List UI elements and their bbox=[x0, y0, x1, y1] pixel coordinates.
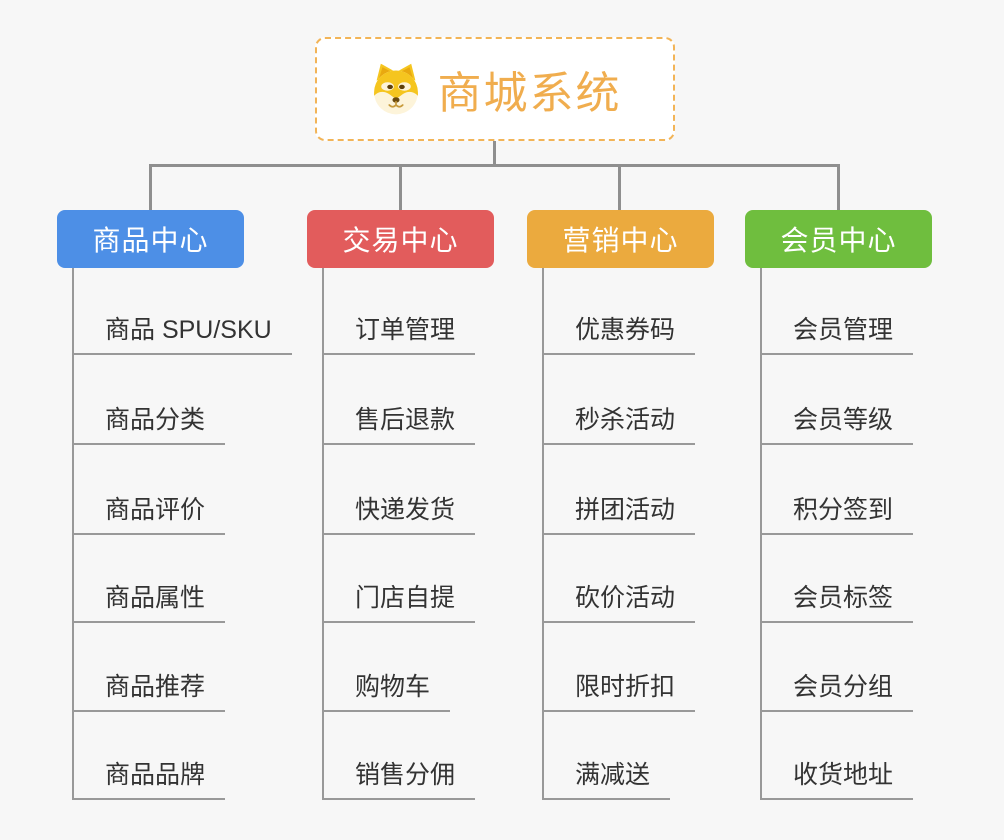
leaf-node[interactable]: 门店自提 bbox=[324, 582, 476, 623]
leaf-label: 收货地址 bbox=[762, 759, 914, 800]
leaf-label: 优惠券码 bbox=[544, 314, 696, 355]
leaf-label: 购物车 bbox=[324, 671, 451, 712]
leaf-label: 砍价活动 bbox=[544, 582, 696, 623]
leaf-node[interactable]: 秒杀活动 bbox=[544, 404, 696, 445]
leaf-label: 商品分类 bbox=[74, 404, 226, 445]
leaf-label: 满减送 bbox=[544, 759, 671, 800]
leaf-label: 商品评价 bbox=[74, 494, 226, 535]
leaf-node[interactable]: 商品 SPU/SKU bbox=[74, 314, 292, 355]
leaf-node[interactable]: 快递发货 bbox=[324, 494, 476, 535]
leaf-node[interactable]: 购物车 bbox=[324, 671, 451, 712]
connector-drop-trade bbox=[399, 164, 402, 210]
leaf-node[interactable]: 售后退款 bbox=[324, 404, 476, 445]
leaf-node[interactable]: 销售分佣 bbox=[324, 759, 476, 800]
leaf-label: 会员管理 bbox=[762, 314, 914, 355]
leaf-node[interactable]: 会员等级 bbox=[762, 404, 914, 445]
leaf-node[interactable]: 会员标签 bbox=[762, 582, 914, 623]
leaf-node[interactable]: 会员管理 bbox=[762, 314, 914, 355]
leaf-node[interactable]: 优惠券码 bbox=[544, 314, 696, 355]
branch-group-trade: 交易中心 订单管理 售后退款 快递发货 门店自提 购物车 销售分佣 bbox=[307, 210, 537, 800]
leaf-label: 限时折扣 bbox=[544, 671, 696, 712]
leaf-label: 拼团活动 bbox=[544, 494, 696, 535]
leaf-label: 商品品牌 bbox=[74, 759, 226, 800]
leaf-node[interactable]: 拼团活动 bbox=[544, 494, 696, 535]
leaf-label: 秒杀活动 bbox=[544, 404, 696, 445]
connector-drop-member bbox=[837, 164, 840, 210]
branch-group-product: 商品中心 商品 SPU/SKU 商品分类 商品评价 商品属性 商品推荐 商品品牌 bbox=[57, 210, 292, 800]
branch-children-marketing: 优惠券码 秒杀活动 拼团活动 砍价活动 限时折扣 满减送 bbox=[542, 268, 759, 800]
leaf-node[interactable]: 商品推荐 bbox=[74, 671, 226, 712]
leaf-node[interactable]: 收货地址 bbox=[762, 759, 914, 800]
branch-children-member: 会员管理 会员等级 积分签到 会员标签 会员分组 收货地址 bbox=[760, 268, 977, 800]
leaf-label: 门店自提 bbox=[324, 582, 476, 623]
leaf-label: 积分签到 bbox=[762, 494, 914, 535]
branch-node-trade[interactable]: 交易中心 bbox=[307, 210, 494, 268]
leaf-label: 商品推荐 bbox=[74, 671, 226, 712]
leaf-label: 商品属性 bbox=[74, 582, 226, 623]
branch-node-product[interactable]: 商品中心 bbox=[57, 210, 244, 268]
connector-bus bbox=[149, 164, 840, 167]
leaf-label: 快递发货 bbox=[324, 494, 476, 535]
branch-group-member: 会员中心 会员管理 会员等级 积分签到 会员标签 会员分组 收货地址 bbox=[745, 210, 975, 800]
connector-drop-product bbox=[149, 164, 152, 210]
leaf-label: 商品 SPU/SKU bbox=[74, 314, 292, 355]
leaf-label: 会员标签 bbox=[762, 582, 914, 623]
connector-drop-marketing bbox=[618, 164, 621, 210]
leaf-label: 售后退款 bbox=[324, 404, 476, 445]
leaf-node[interactable]: 商品评价 bbox=[74, 494, 226, 535]
branch-node-member[interactable]: 会员中心 bbox=[745, 210, 932, 268]
leaf-label: 会员分组 bbox=[762, 671, 914, 712]
leaf-node[interactable]: 会员分组 bbox=[762, 671, 914, 712]
branch-children-trade: 订单管理 售后退款 快递发货 门店自提 购物车 销售分佣 bbox=[322, 268, 539, 800]
connector-root-drop bbox=[493, 141, 496, 167]
root-node-mall-system[interactable]: 商城系统 bbox=[315, 37, 675, 141]
leaf-node[interactable]: 商品品牌 bbox=[74, 759, 226, 800]
leaf-node[interactable]: 限时折扣 bbox=[544, 671, 696, 712]
leaf-node[interactable]: 积分签到 bbox=[762, 494, 914, 535]
leaf-node[interactable]: 商品属性 bbox=[74, 582, 226, 623]
branch-node-marketing[interactable]: 营销中心 bbox=[527, 210, 714, 268]
branch-children-product: 商品 SPU/SKU 商品分类 商品评价 商品属性 商品推荐 商品品牌 bbox=[72, 268, 292, 800]
leaf-node[interactable]: 砍价活动 bbox=[544, 582, 696, 623]
root-node-title: 商城系统 bbox=[437, 69, 622, 118]
dog-face-icon bbox=[373, 63, 418, 115]
leaf-label: 会员等级 bbox=[762, 404, 914, 445]
leaf-label: 订单管理 bbox=[324, 314, 476, 355]
leaf-label: 销售分佣 bbox=[324, 759, 476, 800]
leaf-node[interactable]: 订单管理 bbox=[324, 314, 476, 355]
leaf-node[interactable]: 满减送 bbox=[544, 759, 671, 800]
branch-group-marketing: 营销中心 优惠券码 秒杀活动 拼团活动 砍价活动 限时折扣 满减送 bbox=[527, 210, 757, 800]
leaf-node[interactable]: 商品分类 bbox=[74, 404, 226, 445]
